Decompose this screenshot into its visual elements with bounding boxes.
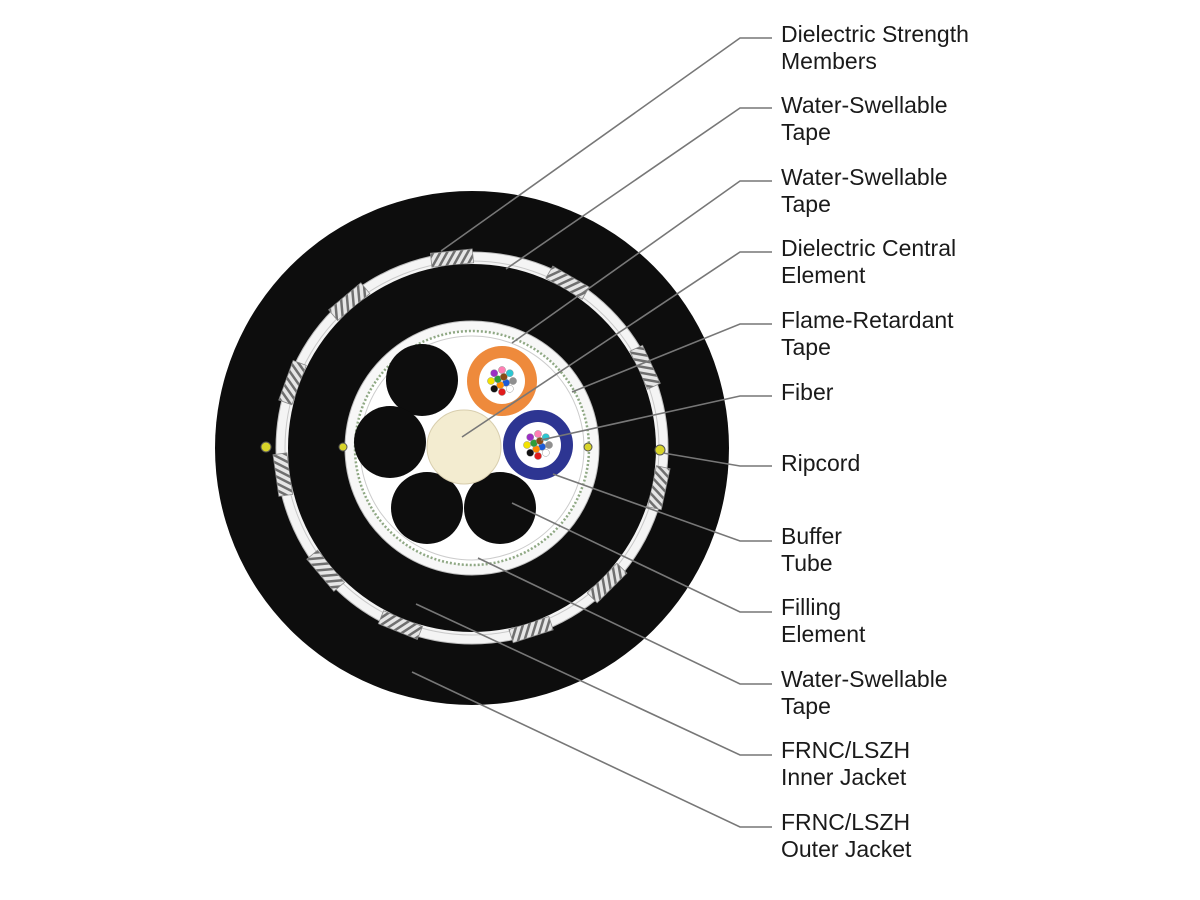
label-line-2: Tape <box>781 693 831 719</box>
fiber <box>509 377 517 385</box>
fiber-bundle-orange-tube <box>487 366 517 396</box>
fiber <box>526 448 535 457</box>
leader-fiber <box>540 395 772 441</box>
leader-outer-jacket <box>411 671 772 828</box>
leader-flame-retardant-tape <box>571 323 772 393</box>
label-buffer-tube: Buffer Tube <box>781 523 842 577</box>
leader-outer-water-swellable-tape <box>505 107 772 270</box>
label-inner-jacket: FRNC/LSZH Inner Jacket <box>781 737 910 791</box>
filling-element-1 <box>386 344 458 416</box>
fiber <box>523 441 531 449</box>
leader-inner-water-swellable-tape <box>511 180 772 344</box>
label-line-1: Ripcord <box>781 450 861 476</box>
leader-filling-element <box>511 502 772 613</box>
leader-lines <box>411 37 772 828</box>
label-line-2: Element <box>781 621 866 647</box>
label-line-2: Outer Jacket <box>781 836 912 862</box>
label-line-1: Dielectric Central <box>781 235 957 261</box>
buffer-tube-blue-interior <box>515 422 561 468</box>
label-ripcord: Ripcord <box>781 450 860 477</box>
ripcord-inner-left <box>338 442 348 452</box>
leader-inner-jacket <box>415 603 772 756</box>
label-dielectric-strength-members: Dielectric Strength Members <box>781 21 969 75</box>
filling-element-2 <box>354 406 426 478</box>
strength-member-strip <box>306 549 346 592</box>
fiber <box>505 384 514 393</box>
label-line-1: Water-Swellable <box>781 164 948 190</box>
label-line-1: Filling <box>781 594 842 620</box>
fiber <box>526 433 535 442</box>
label-line-2: Element <box>781 262 866 288</box>
label-filling-element: Filling Element <box>781 594 865 648</box>
leader-central-element <box>461 251 772 438</box>
fiber <box>505 369 514 378</box>
label-line-1: Dielectric Strength <box>781 21 969 47</box>
label-line-1: Water-Swellable <box>781 666 948 692</box>
leader-core-water-swellable-tape <box>477 557 772 685</box>
leader-ripcord <box>662 452 772 467</box>
leader-strength-members <box>440 37 772 252</box>
label-outer-jacket: FRNC/LSZH Outer Jacket <box>781 809 911 863</box>
label-line-1: Flame-Retardant <box>781 307 954 333</box>
label-line-2: Tube <box>781 550 833 576</box>
label-line-2: Tape <box>781 191 831 217</box>
dielectric-central-element <box>426 409 502 485</box>
label-line-2: Inner Jacket <box>781 764 907 790</box>
ripcord-inner-right <box>583 442 593 452</box>
fiber <box>490 384 499 393</box>
fiber <box>498 388 506 396</box>
fiber <box>498 366 506 374</box>
label-line-1: Water-Swellable <box>781 92 948 118</box>
buffer-tube-orange-interior <box>479 358 525 404</box>
label-fiber: Fiber <box>781 379 833 406</box>
fiber <box>541 448 550 457</box>
label-water-swellable-tape-core: Water-Swellable Tape <box>781 666 948 720</box>
strength-member-strip <box>545 265 590 300</box>
fiber <box>534 452 542 460</box>
ripcord-outer-left <box>260 441 272 453</box>
label-dielectric-central-element: Dielectric Central Element <box>781 235 956 289</box>
label-line-1: FRNC/LSZH <box>781 737 911 763</box>
label-water-swellable-tape-outer: Water-Swellable Tape <box>781 92 948 146</box>
filling-element-3 <box>391 472 463 544</box>
label-line-1: FRNC/LSZH <box>781 809 911 835</box>
fiber <box>490 369 499 378</box>
ripcord-outer-right <box>654 444 666 456</box>
label-line-1: Buffer <box>781 523 842 549</box>
leader-buffer-tube <box>552 473 772 542</box>
fiber <box>545 441 553 449</box>
label-water-swellable-tape-inner: Water-Swellable Tape <box>781 164 948 218</box>
fiber <box>487 377 495 385</box>
label-line-1: Fiber <box>781 379 834 405</box>
label-flame-retardant-tape: Flame-Retardant Tape <box>781 307 954 361</box>
label-line-2: Tape <box>781 119 831 145</box>
label-line-2: Members <box>781 48 877 74</box>
label-line-2: Tape <box>781 334 831 360</box>
filling-element-4 <box>464 472 536 544</box>
fiber <box>534 430 542 438</box>
